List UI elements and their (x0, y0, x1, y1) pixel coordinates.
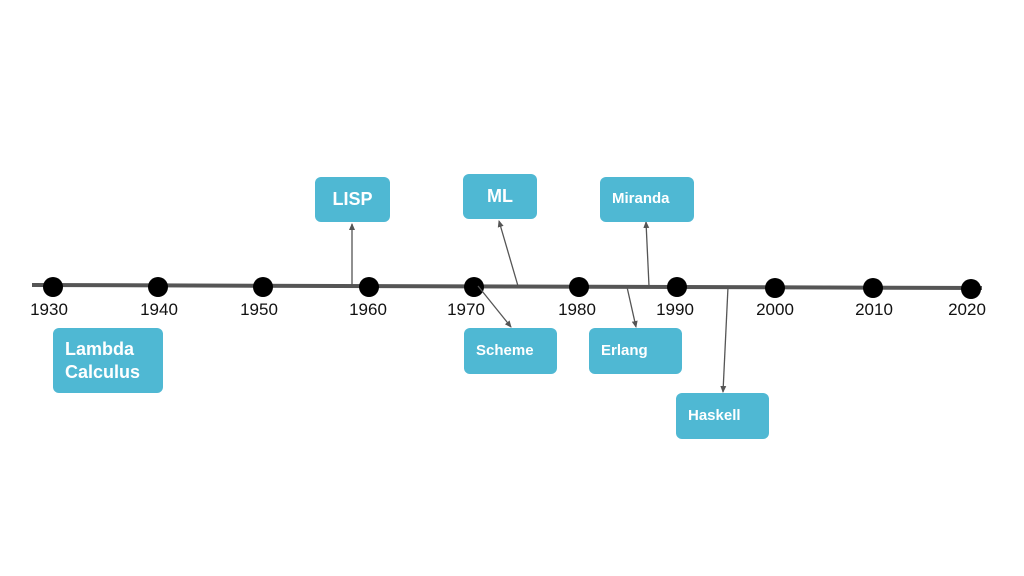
year-label-1950: 1950 (240, 300, 278, 319)
timeline-dot-1960 (359, 277, 379, 297)
year-label-2020: 2020 (948, 300, 986, 319)
year-label-1970: 1970 (447, 300, 485, 319)
lambda-calculus-box: Lambda Calculus (53, 328, 163, 393)
scheme-connector (477, 285, 512, 328)
year-label-1940: 1940 (140, 300, 178, 319)
year-label-2000: 2000 (756, 300, 794, 319)
year-label-1990: 1990 (656, 300, 694, 319)
scheme-box: Scheme (464, 328, 557, 374)
miranda-box: Miranda (600, 177, 694, 222)
year-label-1930: 1930 (30, 300, 68, 319)
lisp-box: LISP (315, 177, 390, 222)
haskell-box: Haskell (676, 393, 769, 439)
year-label-2010: 2010 (855, 300, 893, 319)
timeline-axis (31, 283, 983, 290)
timeline-dot-1940 (148, 277, 168, 297)
timeline-dot-2010 (863, 278, 883, 298)
haskell-connector (720, 286, 729, 393)
timeline-dot-1930 (43, 277, 63, 297)
timeline-dot-1980 (569, 277, 589, 297)
timeline-dot-1950 (253, 277, 273, 297)
year-label-1960: 1960 (349, 300, 387, 319)
timeline-dot-2020 (961, 279, 981, 299)
ml-box: ML (463, 174, 537, 219)
miranda-connector (643, 221, 650, 287)
year-label-1980: 1980 (558, 300, 596, 319)
timeline-dot-2000 (765, 278, 785, 298)
ml-connector (497, 220, 519, 287)
timeline-dot-1970 (464, 277, 484, 297)
erlang-box: Erlang (589, 328, 682, 374)
erlang-connector (626, 286, 638, 328)
timeline-dot-1990 (667, 277, 687, 297)
